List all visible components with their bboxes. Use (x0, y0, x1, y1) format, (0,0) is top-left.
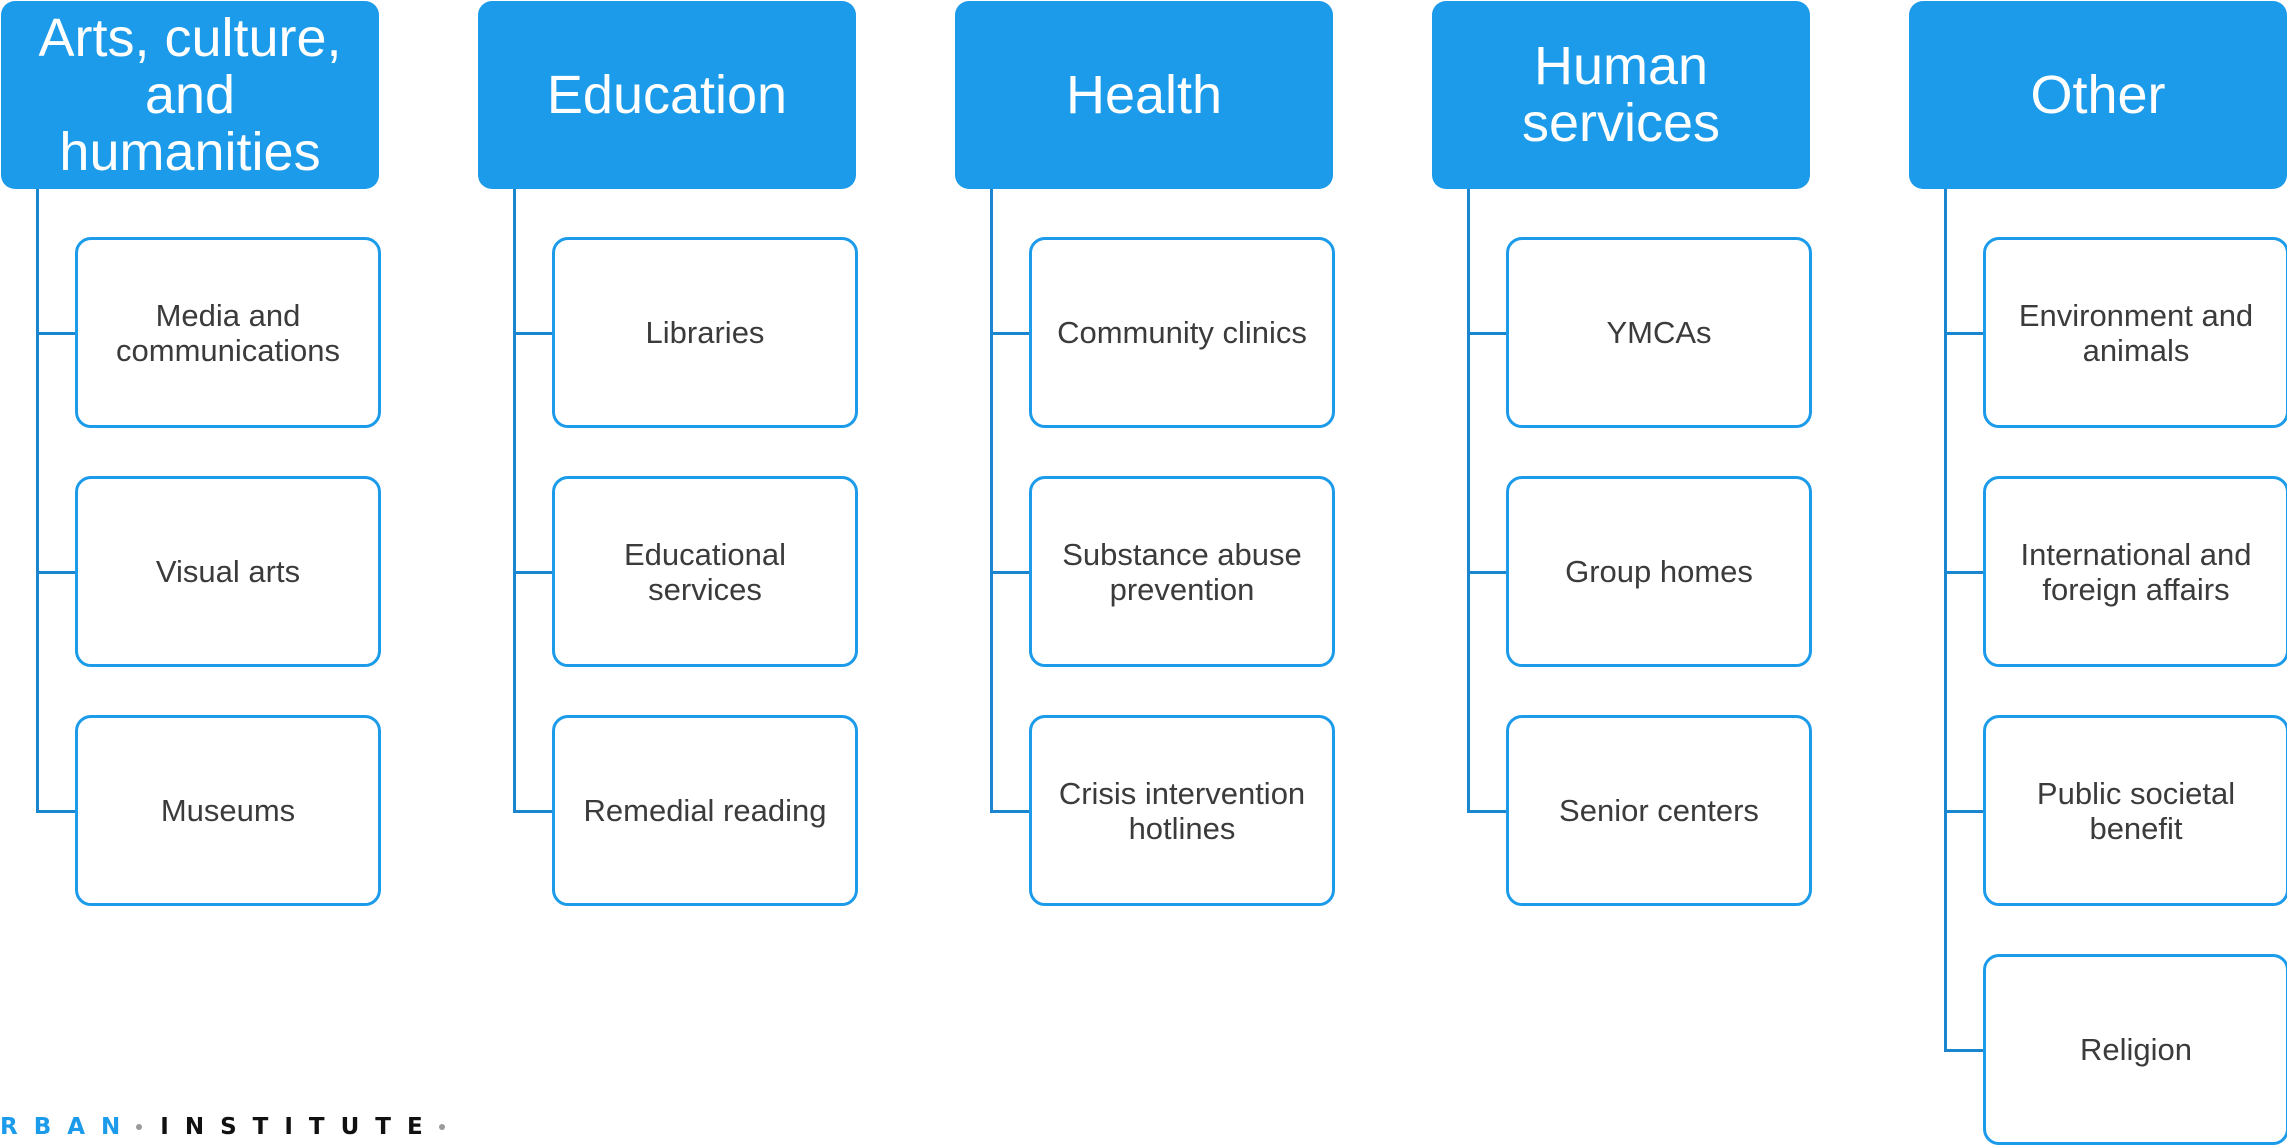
connector-branch (36, 331, 76, 335)
logo-dot-icon (136, 1124, 143, 1130)
connector-branch (990, 331, 1030, 335)
connector-branch (1467, 570, 1507, 574)
connector-trunk (513, 189, 516, 812)
connector-trunk (1467, 189, 1470, 812)
subcategory-box: YMCAs (1506, 237, 1812, 428)
category-header: Health (955, 1, 1333, 189)
subcategory-box: Visual arts (75, 476, 381, 667)
subcategory-box: Public societal benefit (1983, 715, 2287, 906)
connector-branch (513, 331, 553, 335)
connector-branch (513, 809, 553, 813)
category-header: Education (478, 1, 856, 189)
category-header: Human services (1432, 1, 1810, 189)
connector-trunk (1944, 189, 1947, 1051)
connector-trunk (990, 189, 993, 812)
subcategory-box: International and foreign affairs (1983, 476, 2287, 667)
category-header: Other (1909, 1, 2287, 189)
subcategory-box: Substance abuse prevention (1029, 476, 1335, 667)
subcategory-box: Group homes (1506, 476, 1812, 667)
connector-branch (513, 570, 553, 574)
subcategory-box: Community clinics (1029, 237, 1335, 428)
subcategory-box: Remedial reading (552, 715, 858, 906)
subcategory-box: Crisis intervention hotlines (1029, 715, 1335, 906)
urban-institute-logo: RBAN INSTITUTE (0, 1112, 463, 1142)
subcategory-box: Museums (75, 715, 381, 906)
connector-branch (36, 570, 76, 574)
subcategory-box: Religion (1983, 954, 2287, 1145)
subcategory-box: Educational services (552, 476, 858, 667)
connector-branch (990, 809, 1030, 813)
subcategory-box: Libraries (552, 237, 858, 428)
connector-branch (990, 570, 1030, 574)
connector-branch (1944, 1048, 1984, 1052)
logo-dot-icon (438, 1124, 445, 1130)
connector-branch (1467, 809, 1507, 813)
connector-branch (1944, 570, 1984, 574)
subcategory-box: Senior centers (1506, 715, 1812, 906)
connector-branch (1944, 809, 1984, 813)
logo-text-part2: INSTITUTE (160, 1114, 439, 1140)
connector-trunk (36, 189, 39, 812)
category-header: Arts, culture, and humanities (1, 1, 379, 189)
connector-branch (36, 809, 76, 813)
connector-branch (1467, 331, 1507, 335)
subcategory-box: Environment and animals (1983, 237, 2287, 428)
connector-branch (1944, 331, 1984, 335)
subcategory-box: Media and communications (75, 237, 381, 428)
logo-text-part1: RBAN (0, 1114, 137, 1140)
